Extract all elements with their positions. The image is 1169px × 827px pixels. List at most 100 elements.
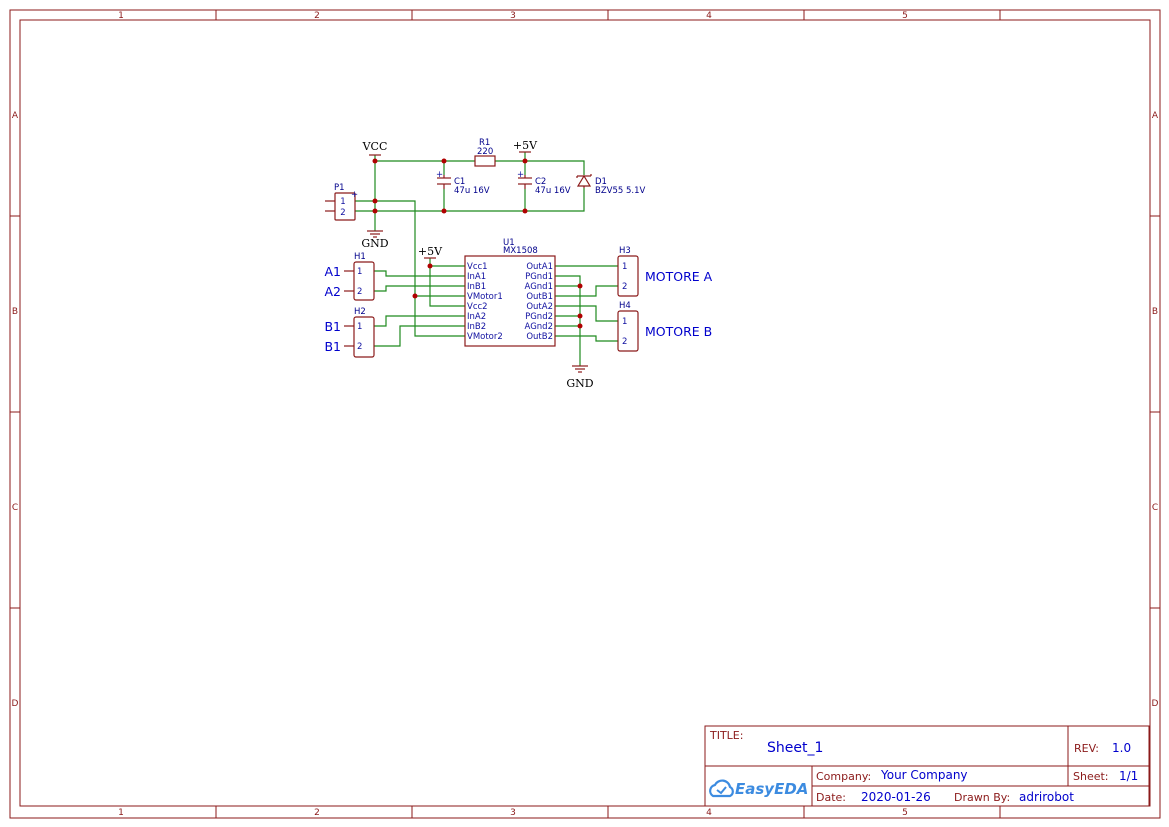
c2-ref: C2	[535, 177, 546, 187]
h3-pin-2: 2	[622, 282, 627, 292]
h1-pin-2: 2	[357, 287, 362, 297]
junction-agnd2	[577, 323, 583, 329]
c2-plus-marker: +	[517, 170, 524, 180]
header-h1: H1 1 2 A1 A2	[324, 252, 375, 301]
u1-pin-pgnd1: PGnd1	[525, 272, 553, 282]
h2-pin-2: 2	[357, 342, 362, 352]
power-5v-u1: +5V	[418, 245, 443, 259]
junction-vcc	[372, 158, 378, 164]
h1-ref: H1	[354, 252, 366, 262]
col-label-top-3: 3	[510, 11, 516, 21]
plus5v-u1-label: +5V	[418, 245, 443, 258]
u1-pin-pgnd2: PGnd2	[525, 312, 553, 322]
capacitor-c2: + C2 47u 16V	[517, 170, 571, 196]
gnd-p1-label: GND	[361, 237, 388, 250]
p1-plus-marker: +	[351, 190, 358, 200]
u1-pin-inb2: InB2	[467, 322, 486, 332]
h2-ref: H2	[354, 307, 366, 317]
h1-pin-1: 1	[357, 267, 362, 277]
logo-text: EasyEDA	[735, 780, 808, 798]
junction-p1-pin1	[372, 198, 378, 204]
u1-pin-ina2: InA2	[467, 312, 486, 322]
ic-u1: U1 MX1508 Vcc1 InA1 InB1 VMotor1 Vcc2 In…	[464, 238, 556, 347]
r1-value: 220	[477, 147, 493, 157]
u1-value: MX1508	[503, 246, 538, 256]
net-b1-pin1: B1	[324, 319, 341, 334]
sheet-value: 1/1	[1119, 769, 1138, 783]
junctions	[372, 158, 583, 329]
net-b1-pin2: B1	[324, 339, 341, 354]
row-label-left-d: D	[12, 699, 19, 709]
net-a2: A2	[324, 284, 341, 299]
sheet-frame	[9, 9, 1161, 819]
drawn-by-label: Drawn By:	[954, 791, 1010, 804]
zone-labels: 1 2 3 4 5 1 2 3 4 5 A B C D A B C D	[12, 11, 1159, 818]
u1-pin-inb1: InB1	[467, 282, 486, 292]
capacitor-c1: + C1 47u 16V	[436, 170, 490, 196]
u1-pin-agnd2: AGnd2	[525, 322, 553, 332]
h4-ref: H4	[619, 301, 631, 311]
c1-ref: C1	[454, 177, 465, 187]
junction-c1-top	[441, 158, 447, 164]
u1-pin-ina1: InA1	[467, 272, 486, 282]
rev-label: REV:	[1074, 742, 1099, 755]
row-label-left-a: A	[12, 111, 19, 121]
header-h3: H3 1 2 MOTORE A	[617, 246, 713, 297]
u1-pin-vcc2: Vcc2	[467, 302, 488, 312]
junction-p1-pin2	[372, 208, 378, 214]
net-motore-a: MOTORE A	[645, 269, 713, 284]
diode-d1: D1 BZV55 5.1V	[576, 174, 646, 196]
p1-pin-1: 1	[340, 197, 345, 207]
easyeda-logo: EasyEDA	[709, 779, 808, 798]
col-label-bottom-2: 2	[314, 808, 320, 818]
date-label: Date:	[816, 791, 846, 804]
col-label-top-2: 2	[314, 11, 320, 21]
u1-pin-vcc1: Vcc1	[467, 262, 488, 272]
junction-c1-bottom	[441, 208, 447, 214]
junction-vmotor	[412, 293, 418, 299]
d1-ref: D1	[595, 177, 607, 187]
c1-value: 47u 16V	[454, 186, 490, 196]
u1-pin-outb1: OutB1	[526, 292, 553, 302]
c1-plus-marker: +	[436, 170, 443, 180]
drawn-by-value: adrirobot	[1019, 790, 1074, 804]
sheet-label: Sheet:	[1073, 770, 1109, 783]
h4-pin-2: 2	[622, 337, 627, 347]
h3-ref: H3	[619, 246, 631, 256]
h2-pin-1: 1	[357, 322, 362, 332]
col-label-bottom-3: 3	[510, 808, 516, 818]
u1-pin-vmotor1: VMotor1	[467, 292, 503, 302]
junction-u1-vcc	[427, 263, 433, 269]
junction-pgnd2	[577, 313, 583, 319]
power-5v-top: +5V	[513, 139, 538, 153]
resistor-r1: R1 220	[474, 138, 496, 167]
net-a1: A1	[324, 264, 341, 279]
plus5v-top-label: +5V	[513, 139, 538, 152]
net-motore-b: MOTORE B	[645, 324, 712, 339]
u1-pin-outa1: OutA1	[526, 262, 553, 272]
company-value: Your Company	[880, 768, 968, 782]
junction-c2-top	[522, 158, 528, 164]
col-label-bottom-5: 5	[902, 808, 908, 818]
connector-p1: P1 1 2 +	[325, 183, 358, 221]
header-h4: H4 1 2 MOTORE B	[617, 301, 712, 352]
col-label-bottom-4: 4	[706, 808, 712, 818]
d1-value: BZV55 5.1V	[595, 186, 646, 196]
row-label-right-d: D	[1152, 699, 1159, 709]
u1-ref: U1	[503, 238, 515, 248]
header-h2: H2 1 2 B1 B1	[324, 307, 375, 358]
junction-agnd1	[577, 283, 583, 289]
power-gnd-p1: GND	[361, 230, 389, 250]
u1-pin-outa2: OutA2	[526, 302, 553, 312]
power-gnd-u1: GND	[566, 365, 594, 390]
vcc-label: VCC	[362, 140, 388, 153]
p1-pin-2: 2	[340, 208, 345, 218]
row-label-left-c: C	[12, 503, 18, 513]
title-block: TITLE: Sheet_1 REV: 1.0 Company: Your Co…	[704, 725, 1150, 807]
cloud-icon	[709, 779, 734, 798]
u1-pin-outb2: OutB2	[526, 332, 553, 342]
gnd-u1-label: GND	[566, 377, 593, 390]
r1-ref: R1	[479, 138, 490, 148]
h3-pin-1: 1	[622, 262, 627, 272]
